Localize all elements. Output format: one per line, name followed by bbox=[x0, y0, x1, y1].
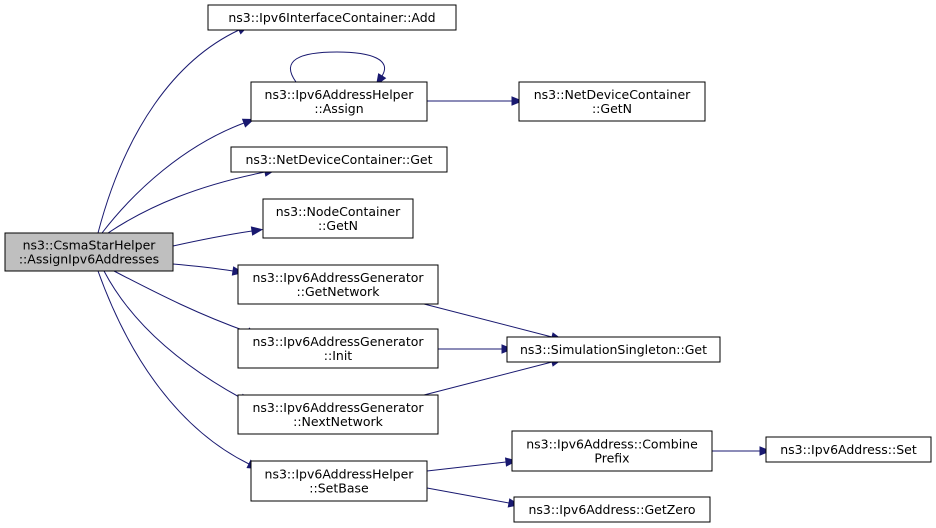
edge-helper_assign-to-ndc_getn bbox=[427, 96, 524, 106]
edge-line bbox=[113, 270, 249, 333]
node-label: ns3::Ipv6InterfaceContainer::Add bbox=[228, 10, 435, 25]
node-label: ::Assign bbox=[314, 101, 363, 116]
node-helper_setbase[interactable]: ns3::Ipv6AddressHelper::SetBase bbox=[250, 460, 428, 502]
node-ndc_getn[interactable]: ns3::NetDeviceContainer::GetN bbox=[518, 81, 706, 122]
node-label: ::NextNetwork bbox=[293, 414, 383, 429]
node-label: ns3::Ipv6Address::Combine bbox=[526, 437, 698, 452]
node-label: ns3::Ipv6Address::GetZero bbox=[528, 502, 695, 517]
node-gen_init[interactable]: ns3::Ipv6AddressGenerator::Init bbox=[237, 328, 439, 369]
edge-line bbox=[103, 270, 242, 399]
node-ndc_get[interactable]: ns3::NetDeviceContainer::Get bbox=[230, 146, 448, 173]
node-label: ns3::Ipv6AddressGenerator bbox=[252, 400, 424, 415]
edge-line bbox=[107, 171, 266, 234]
edge-root-to-ndc_get bbox=[107, 167, 277, 234]
edge-root-to-helper_setbase bbox=[97, 270, 260, 470]
node-label: ns3::Ipv6AddressHelper bbox=[265, 87, 415, 102]
edge-line bbox=[97, 270, 250, 465]
edge-line bbox=[101, 122, 245, 234]
edge-root-to-gen_getnetwork bbox=[172, 263, 245, 276]
edge-root-to-gen_nextnetwork bbox=[103, 270, 251, 404]
edge-line bbox=[97, 29, 240, 234]
node-addr_getzero[interactable]: ns3::Ipv6Address::GetZero bbox=[513, 496, 711, 523]
node-box bbox=[230, 146, 448, 173]
node-label: ns3::CsmaStarHelper bbox=[23, 238, 157, 253]
node-label: ns3::Ipv6AddressHelper bbox=[265, 467, 415, 482]
edge-root-to-nodec_getn bbox=[172, 226, 264, 247]
node-label: ::AssignIpv6Addresses bbox=[19, 252, 159, 267]
edge-addr_combine-to-addr_set bbox=[712, 446, 772, 456]
node-singleton_get[interactable]: ns3::SimulationSingleton::Get bbox=[506, 336, 721, 363]
node-label: ::GetNetwork bbox=[297, 284, 381, 299]
nodes-layer: ns3::CsmaStarHelper::AssignIpv6Addresses… bbox=[4, 4, 932, 523]
node-label: ::SetBase bbox=[309, 481, 369, 496]
node-label: ns3::NetDeviceContainer bbox=[534, 87, 691, 102]
arrow-head-icon bbox=[759, 446, 772, 456]
edge-helper_setbase-to-addr_getzero bbox=[426, 487, 521, 508]
edge-line bbox=[290, 51, 385, 83]
node-label: ns3::NodeContainer bbox=[276, 204, 401, 219]
edge-line bbox=[172, 263, 234, 272]
edge-gen_init-to-singleton_get bbox=[438, 344, 514, 354]
edge-root-to-helper_assign bbox=[101, 118, 255, 234]
node-ifc_add[interactable]: ns3::Ipv6InterfaceContainer::Add bbox=[207, 4, 457, 31]
edge-gen_getnetwork-to-singleton_get bbox=[423, 303, 563, 342]
node-gen_nextnetwork[interactable]: ns3::Ipv6AddressGenerator::NextNetwork bbox=[237, 394, 439, 435]
node-label: Prefix bbox=[594, 451, 629, 466]
node-label: ::Init bbox=[324, 348, 353, 363]
node-box bbox=[765, 436, 932, 463]
node-box bbox=[250, 460, 428, 502]
node-label: ns3::SimulationSingleton::Get bbox=[520, 342, 707, 357]
edge-line bbox=[423, 303, 553, 338]
edge-line bbox=[426, 461, 507, 472]
node-helper_assign[interactable]: ns3::Ipv6AddressHelper::Assign bbox=[250, 81, 428, 122]
edge-root-to-gen_init bbox=[113, 270, 259, 337]
node-box bbox=[237, 264, 439, 305]
node-box bbox=[4, 232, 174, 272]
arrow-head-icon bbox=[504, 457, 518, 467]
node-label: ::GetN bbox=[318, 218, 358, 233]
node-box bbox=[237, 394, 439, 435]
node-root[interactable]: ns3::CsmaStarHelper::AssignIpv6Addresses bbox=[4, 232, 174, 272]
node-box bbox=[506, 336, 721, 363]
edge-gen_nextnetwork-to-singleton_get bbox=[423, 357, 563, 396]
node-box bbox=[237, 328, 439, 369]
node-addr_set[interactable]: ns3::Ipv6Address::Set bbox=[765, 436, 932, 463]
arrow-head-icon bbox=[511, 96, 524, 106]
edge-line bbox=[172, 230, 253, 247]
edge-line bbox=[426, 487, 510, 504]
node-nodec_getn[interactable]: ns3::NodeContainer::GetN bbox=[262, 198, 414, 239]
edge-helper_assign-to-helper_assign bbox=[290, 51, 387, 86]
node-label: ns3::Ipv6AddressGenerator bbox=[252, 270, 424, 285]
node-box bbox=[250, 81, 428, 122]
node-label: ::GetN bbox=[592, 101, 632, 116]
node-label: ns3::NetDeviceContainer::Get bbox=[245, 152, 432, 167]
node-gen_getnetwork[interactable]: ns3::Ipv6AddressGenerator::GetNetwork bbox=[237, 264, 439, 305]
node-box bbox=[262, 198, 414, 239]
edge-line bbox=[423, 361, 553, 396]
node-box bbox=[513, 496, 711, 523]
edge-root-to-ifc_add bbox=[97, 25, 250, 234]
node-label: ns3::Ipv6AddressGenerator bbox=[252, 334, 424, 349]
node-label: ns3::Ipv6Address::Set bbox=[780, 442, 917, 457]
edge-helper_setbase-to-addr_combine bbox=[426, 457, 518, 472]
node-box bbox=[518, 81, 706, 122]
arrow-head-icon bbox=[250, 226, 264, 236]
node-box bbox=[511, 430, 713, 472]
node-box bbox=[207, 4, 457, 31]
